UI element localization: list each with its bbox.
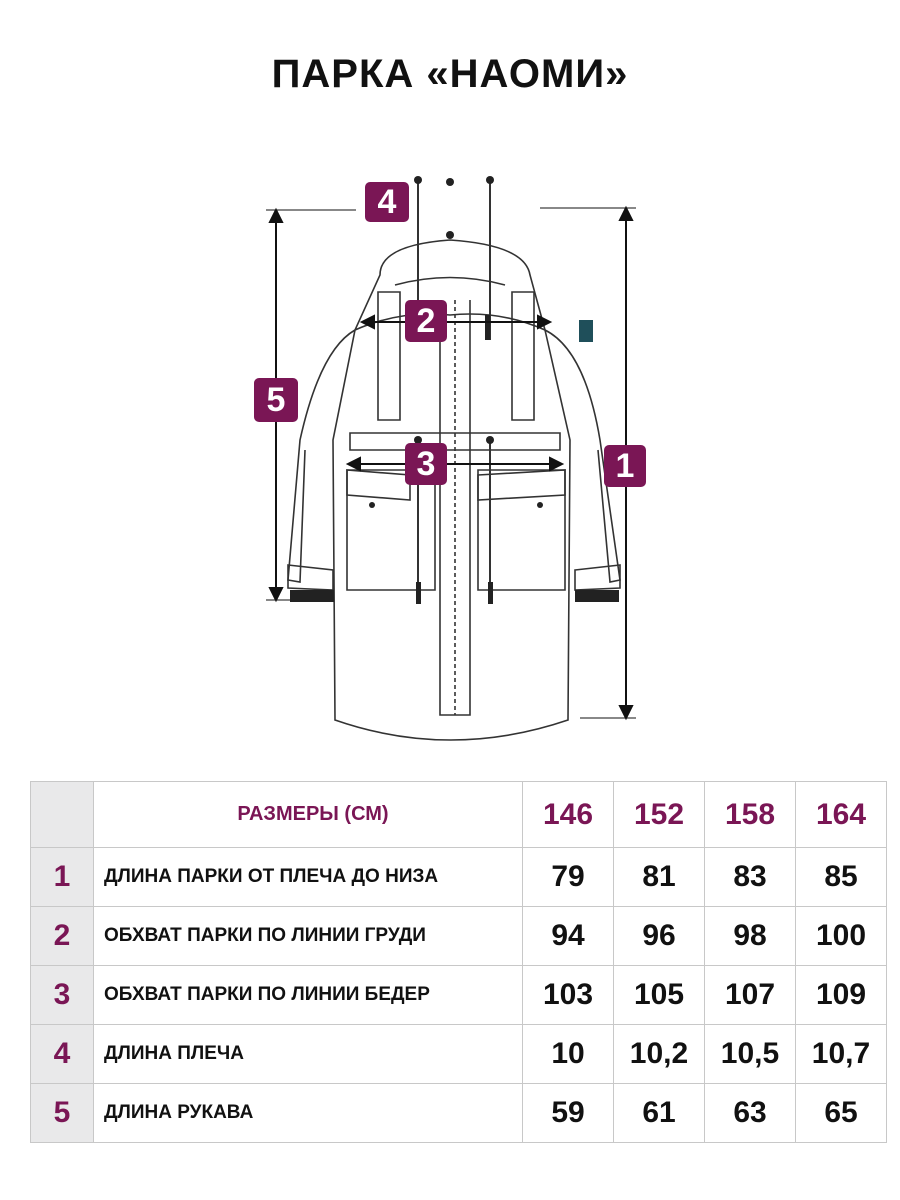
table-row: 5 ДЛИНА РУКАВА 59 61 63 65 [30,1083,887,1143]
measure-marker-5: 5 [254,378,298,422]
measure-marker-3: 3 [405,443,447,485]
row-index: 3 [30,965,94,1025]
row-value: 59 [522,1083,614,1143]
parka-drawing [266,176,636,741]
row-value: 109 [795,965,887,1025]
measure-marker-2: 2 [405,300,447,342]
measure-marker-4: 4 [365,182,409,222]
row-label: ОБХВАТ ПАРКИ ПО ЛИНИИ ГРУДИ [93,906,523,966]
table-row: 1 ДЛИНА ПАРКИ ОТ ПЛЕЧА ДО НИЗА 79 81 83 … [30,847,887,907]
row-value: 103 [522,965,614,1025]
row-value: 81 [613,847,705,907]
row-value: 105 [613,965,705,1025]
row-index: 2 [30,906,94,966]
row-value: 65 [795,1083,887,1143]
table-row: 3 ОБХВАТ ПАРКИ ПО ЛИНИИ БЕДЕР 103 105 10… [30,965,887,1025]
row-value: 107 [704,965,796,1025]
page-title: ПАРКА «НАОМИ» [271,52,629,96]
row-label: ДЛИНА ПЛЕЧА [93,1024,523,1084]
parka-diagram: 4 2 5 3 1 [0,120,900,760]
row-index: 1 [30,847,94,907]
size-table-header: РАЗМЕРЫ (СМ) 146 152 158 164 [30,781,887,848]
size-164: 164 [795,781,887,848]
row-index: 5 [30,1083,94,1143]
row-value: 10 [522,1024,614,1084]
row-value: 100 [795,906,887,966]
row-value: 96 [613,906,705,966]
size-146: 146 [522,781,614,848]
size-158: 158 [704,781,796,848]
row-value: 63 [704,1083,796,1143]
row-value: 98 [704,906,796,966]
row-value: 61 [613,1083,705,1143]
row-index: 4 [30,1024,94,1084]
table-row: 2 ОБХВАТ ПАРКИ ПО ЛИНИИ ГРУДИ 94 96 98 1… [30,906,887,966]
row-label: ОБХВАТ ПАРКИ ПО ЛИНИИ БЕДЕР [93,965,523,1025]
row-value: 85 [795,847,887,907]
row-value: 10,2 [613,1024,705,1084]
row-label: ДЛИНА ПАРКИ ОТ ПЛЕЧА ДО НИЗА [93,847,523,907]
row-value: 10,7 [795,1024,887,1084]
size-table: РАЗМЕРЫ (СМ) 146 152 158 164 1 ДЛИНА ПАР… [30,781,887,1143]
size-152: 152 [613,781,705,848]
row-value: 83 [704,847,796,907]
header-index-cell [30,781,94,848]
measure-marker-1: 1 [604,445,646,487]
row-value: 94 [522,906,614,966]
row-value: 10,5 [704,1024,796,1084]
row-label: ДЛИНА РУКАВА [93,1083,523,1143]
table-row: 4 ДЛИНА ПЛЕЧА 10 10,2 10,5 10,7 [30,1024,887,1084]
row-value: 79 [522,847,614,907]
header-label: РАЗМЕРЫ (СМ) [93,781,523,848]
